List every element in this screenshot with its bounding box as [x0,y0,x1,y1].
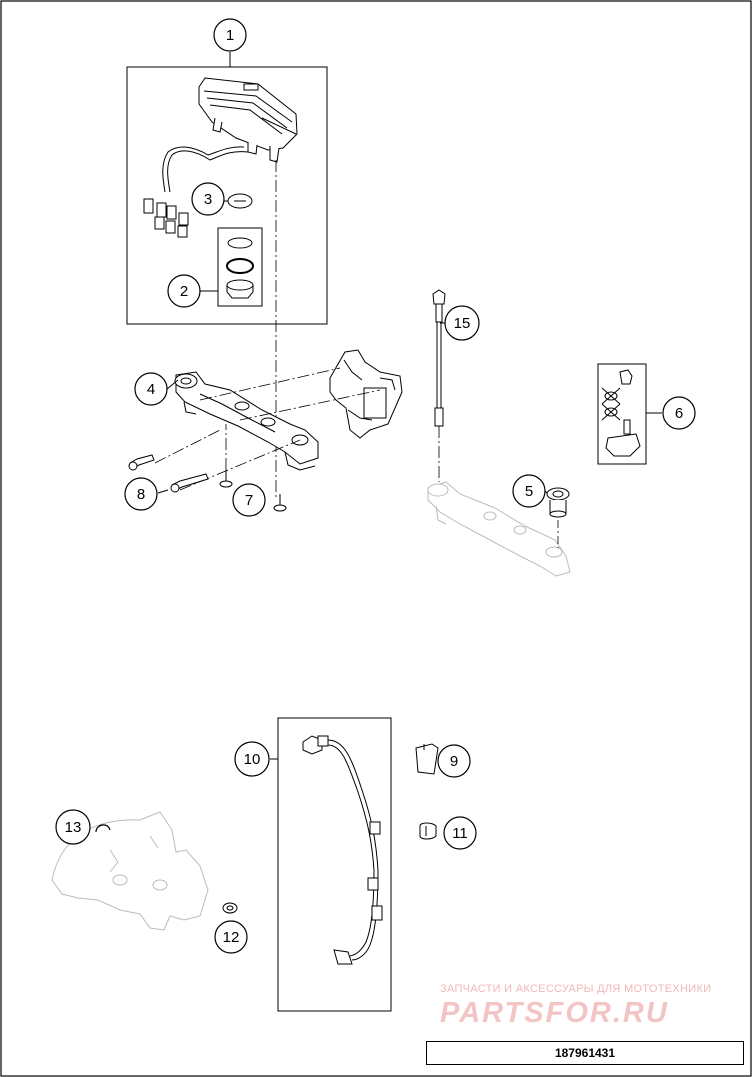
svg-text:13: 13 [65,819,82,836]
callout-2: 2 [167,274,201,308]
part-12-bushing [222,902,238,914]
callout-8: 8 [124,477,158,511]
dashboard-group-box [126,66,328,325]
svg-text:10: 10 [244,751,261,768]
svg-text:12: 12 [223,929,240,946]
part-8-bolts [128,454,209,493]
part-4-bracket[interactable] [174,371,319,471]
svg-text:5: 5 [525,483,533,500]
svg-text:2: 2 [180,283,188,300]
svg-text:15: 15 [454,315,471,332]
part-2-seal-set [226,237,254,299]
callout-15: 15 [444,305,480,341]
svg-text:8: 8 [137,486,145,503]
svg-text:11: 11 [452,825,468,842]
part-3-grommet [227,193,253,209]
svg-text:4: 4 [147,381,155,398]
part-10-box [277,717,392,1012]
watermark-tagline: ЗАПЧАСТИ И АКСЕССУАРЫ ДЛЯ МОТОТЕХНИКИ [440,983,712,995]
part-9-clip [415,743,439,775]
callout-1: 1 [213,18,247,52]
callout-4: 4 [134,372,168,406]
svg-text:1: 1 [226,27,234,44]
callout-9: 9 [437,744,471,778]
part-15-pin[interactable] [432,289,446,427]
callout-13: 13 [55,809,91,845]
callout-11: 11 [443,816,477,850]
dashboard-cable [162,146,249,193]
faded-brake-disc [51,811,209,931]
callout-7: 7 [232,483,266,517]
part-6-box [597,363,647,465]
callout-10: 10 [234,741,270,777]
faded-bracket [427,481,571,577]
part-2-box [217,227,263,307]
bracket-mount [329,349,403,439]
svg-text:9: 9 [450,753,458,770]
svg-text:6: 6 [675,405,683,422]
callout-3: 3 [191,182,225,216]
part-10-sensor-cable[interactable] [302,735,383,965]
svg-text:3: 3 [204,191,212,208]
connector-plugs [143,198,189,238]
part-6-damper-set [601,369,641,457]
part-5-bushing [546,487,570,518]
part-11-clip [419,822,437,840]
drawing-number: 187961431 [426,1041,744,1065]
dashboard-unit[interactable] [198,77,298,163]
part-13-circlip [95,824,111,833]
part-7-screws [219,470,287,512]
watermark-logo: PARTSFOR.RU [440,997,669,1029]
svg-text:7: 7 [245,492,253,509]
callout-5: 5 [512,474,546,508]
callout-6: 6 [662,396,696,430]
callout-12: 12 [214,920,248,954]
